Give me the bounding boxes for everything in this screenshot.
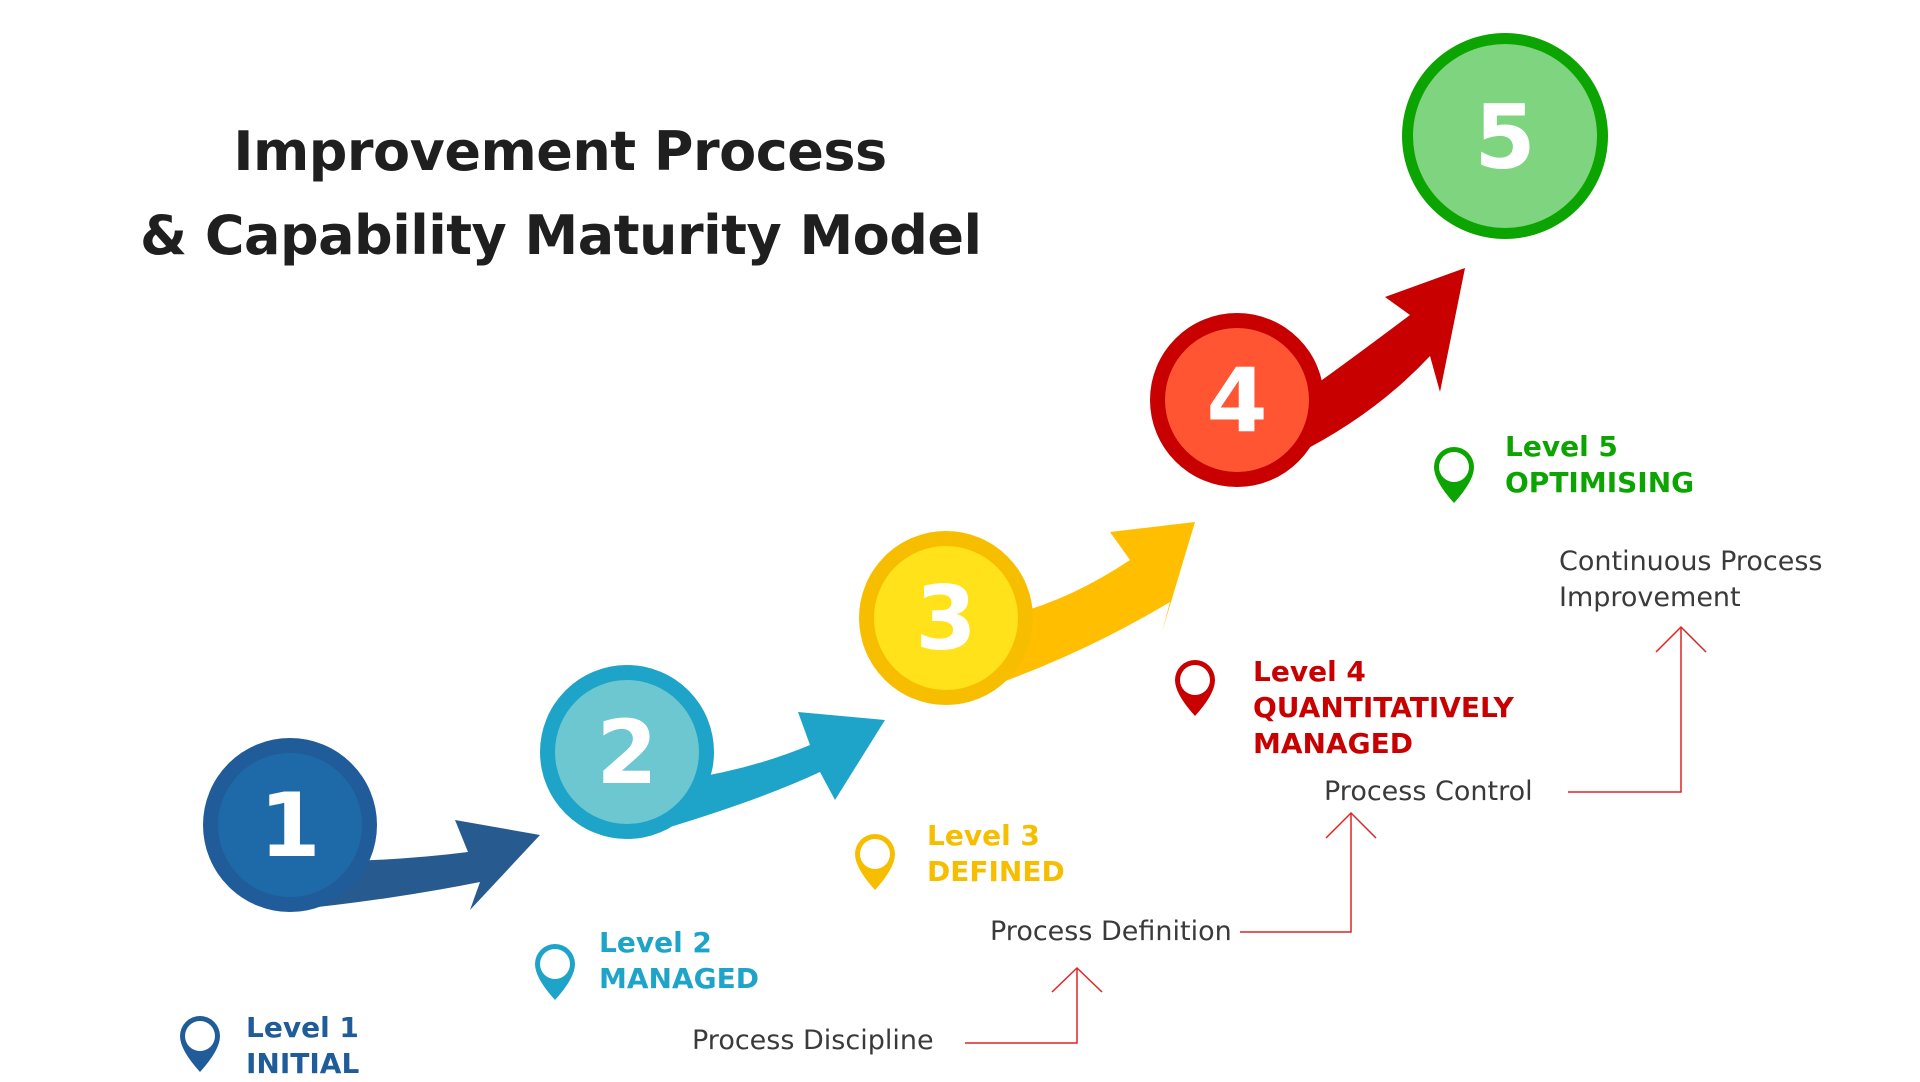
step-1-number: 1 xyxy=(259,774,320,877)
arrow-3-to-4 xyxy=(1000,522,1195,683)
process-control-label: Process Control xyxy=(1324,776,1533,807)
connector-3 xyxy=(1568,625,1707,793)
diagram-title: Improvement Process & Capability Maturit… xyxy=(140,110,982,278)
level-3-name: DEFINED xyxy=(927,855,1065,888)
level-1-label: Level 1 INITIAL xyxy=(246,1010,359,1082)
level-5-label: Level 5 OPTIMISING xyxy=(1505,429,1694,501)
step-5-number: 5 xyxy=(1474,86,1535,189)
level-1-name: INITIAL xyxy=(246,1047,360,1080)
location-pin-icon xyxy=(1175,660,1215,716)
arrow-2-to-3 xyxy=(660,712,885,830)
level-5-title: Level 5 xyxy=(1505,430,1618,463)
continuous-process-line-2: Improvement xyxy=(1559,582,1741,613)
step-3-circle: 3 xyxy=(859,531,1033,705)
connector-2 xyxy=(1240,811,1377,933)
process-discipline-label: Process Discipline xyxy=(692,1025,934,1056)
continuous-process-improvement-label: Continuous Process Improvement xyxy=(1559,544,1823,616)
step-3-number: 3 xyxy=(915,567,976,670)
step-4-number: 4 xyxy=(1206,349,1267,452)
process-connectors xyxy=(965,625,1707,1044)
arrow-1-to-2 xyxy=(290,820,540,910)
level-3-title: Level 3 xyxy=(927,819,1040,852)
step-5-circle: 5 xyxy=(1402,33,1608,239)
connector-1 xyxy=(965,966,1103,1044)
level-2-title: Level 2 xyxy=(599,926,712,959)
level-3-label: Level 3 DEFINED xyxy=(927,818,1065,890)
process-definition-label: Process Definition xyxy=(990,916,1232,947)
location-pin-icon xyxy=(180,1016,220,1072)
location-pin-icon xyxy=(535,944,575,1000)
level-4-title: Level 4 xyxy=(1253,655,1366,688)
location-pin-icon xyxy=(1434,447,1474,503)
level-2-name: MANAGED xyxy=(599,962,759,995)
step-2-number: 2 xyxy=(596,701,657,804)
step-2-circle: 2 xyxy=(540,665,714,839)
level-1-title: Level 1 xyxy=(246,1011,359,1044)
step-1-circle: 1 xyxy=(203,738,377,912)
level-4-name-2: MANAGED xyxy=(1253,727,1413,760)
level-2-label: Level 2 MANAGED xyxy=(599,925,759,997)
level-4-name: QUANTITATIVELY xyxy=(1253,691,1514,724)
title-line-2: & Capability Maturity Model xyxy=(140,204,982,267)
title-line-1: Improvement Process xyxy=(233,120,887,183)
level-4-label: Level 4 QUANTITATIVELY MANAGED xyxy=(1253,654,1514,762)
level-5-name: OPTIMISING xyxy=(1505,466,1695,499)
location-pin-icon xyxy=(855,834,895,890)
continuous-process-line-1: Continuous Process xyxy=(1559,546,1823,577)
arrow-4-to-5 xyxy=(1295,268,1465,455)
step-4-circle: 4 xyxy=(1150,313,1324,487)
